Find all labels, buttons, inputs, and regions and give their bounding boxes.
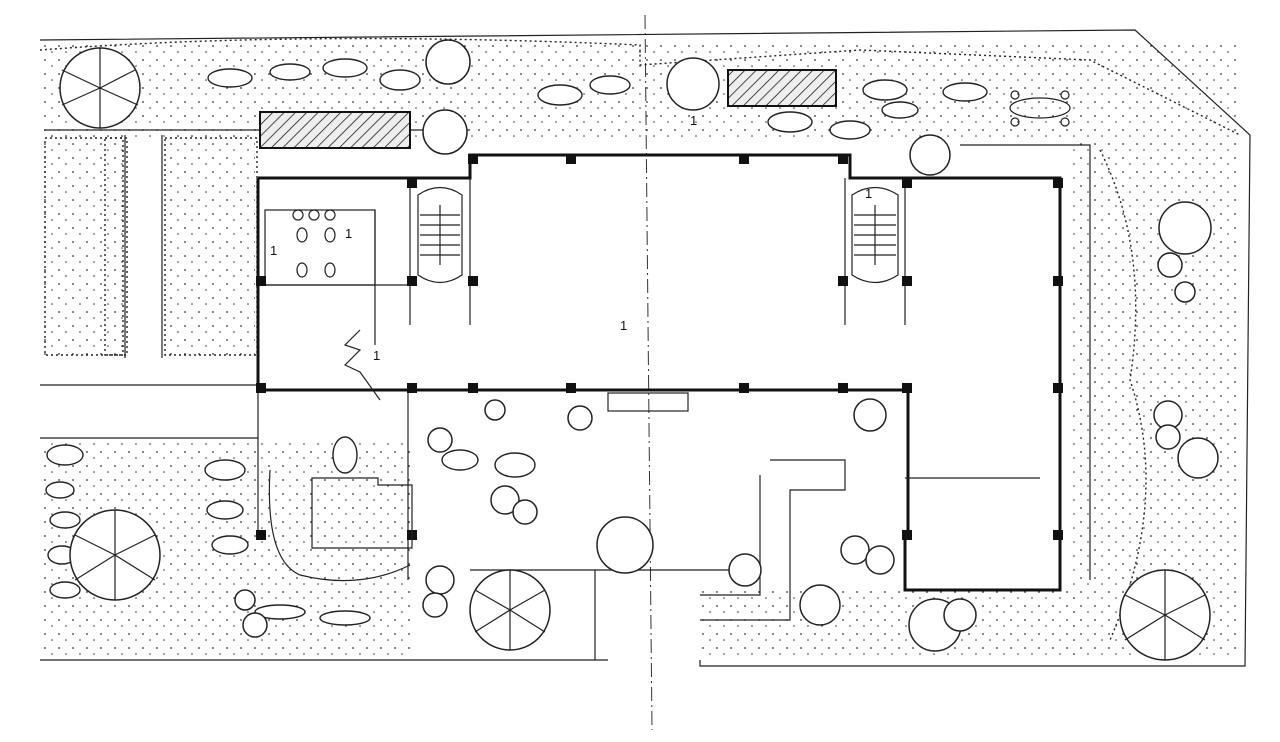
room-label: 1 xyxy=(345,226,352,241)
room-label: 1 xyxy=(620,318,627,333)
building xyxy=(256,153,1062,592)
structural-columns xyxy=(256,154,1063,540)
center-axis-line xyxy=(644,14,653,731)
room-label: 1 xyxy=(270,243,277,258)
room-label: 1 xyxy=(373,348,380,363)
planter-box-right xyxy=(727,69,837,107)
site-boundary xyxy=(39,29,1251,667)
hedge-rows xyxy=(39,37,1241,641)
planter-box-left xyxy=(259,111,411,149)
room-label: 1 xyxy=(690,113,697,128)
courtyard-terrace xyxy=(311,477,413,549)
courtyard-pond xyxy=(268,469,411,582)
stepping-stones xyxy=(45,58,988,626)
courtyard-bench xyxy=(607,392,689,412)
stairwell-right xyxy=(851,186,899,284)
room-label: 1 xyxy=(865,186,872,201)
trees xyxy=(59,39,1219,661)
stairwell-left xyxy=(417,186,463,284)
entrance-steps xyxy=(343,329,381,401)
restroom-fixtures xyxy=(292,209,336,278)
picnic-table xyxy=(1009,90,1071,127)
